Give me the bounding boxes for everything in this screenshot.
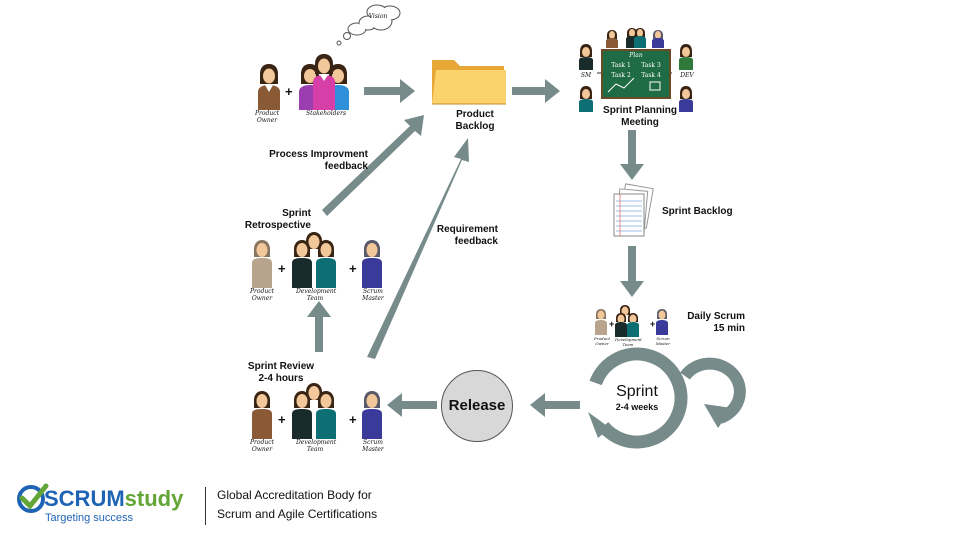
arrow-requirement-feedback [367, 138, 469, 359]
daily-po-label: Product Owner [594, 336, 610, 346]
sprint-review-label: Sprint Review 2-4 hours [247, 361, 315, 384]
footer-line-1: Global Accreditation Body for [217, 488, 372, 502]
arrow-process-feedback [322, 115, 424, 216]
plus-sign: + [278, 261, 286, 276]
product-owner-top-label: Product Owner [255, 110, 279, 124]
arrow-to-review [387, 393, 437, 417]
review-po-label: Product Owner [250, 439, 274, 453]
daily-scrum-label: Daily Scrum 15 min [687, 311, 745, 334]
vision-cloud-icon [336, 4, 401, 46]
product-backlog-folder-icon [432, 60, 506, 105]
product-owner-icon [258, 64, 280, 110]
arrow-to-sprint-backlog [620, 130, 644, 180]
planning-task-3: Task 3 [641, 62, 661, 69]
plus-sign: + [609, 319, 615, 329]
planning-people-icon [579, 28, 693, 112]
retro-dev-label: Development Team [296, 288, 337, 302]
planning-task-1: Task 1 [611, 62, 631, 69]
stakeholders-icon [299, 54, 349, 110]
stakeholders-label: Stakeholders [306, 110, 347, 117]
sprint-backlog-document-icon [613, 183, 654, 237]
logo-tagline: Targeting success [45, 512, 134, 524]
planning-right-tag: DEV [680, 72, 694, 79]
sprint-cycle-icon [586, 347, 746, 449]
footer-text: Global Accreditation Body for Scrum and … [217, 486, 377, 524]
planning-left-tag: SM [580, 72, 592, 79]
sprint-duration: 2-4 weeks [615, 402, 659, 412]
plus-sign: + [349, 412, 357, 427]
daily-team-icon [595, 305, 668, 337]
release-circle [441, 370, 513, 442]
sprint-backlog-label: Sprint Backlog [662, 206, 733, 217]
retro-team-icon [252, 232, 382, 288]
sprint-retro-team: Product Owner Development Team Scrum Mas… [250, 232, 390, 302]
sprint-title: Sprint [616, 383, 658, 400]
daily-sm-label: Scrum Master [655, 336, 671, 346]
footer-divider [205, 487, 206, 525]
vision-label: Vision [368, 13, 388, 20]
arrow-to-daily-team [620, 246, 644, 297]
review-team-icon [252, 383, 382, 439]
sprint-planning-label: Sprint Planning Meeting [603, 105, 677, 128]
logo-brand-prefix: SCRUM [44, 486, 125, 511]
plus-sign: + [278, 412, 286, 427]
release-label: Release [448, 397, 506, 414]
retro-sm-label: Scrum Master [362, 288, 384, 302]
retro-po-label: Product Owner [250, 288, 274, 302]
sprint-review-team: Product Owner Development Team Scrum Mas… [250, 383, 390, 453]
plus-sign: + [349, 261, 357, 276]
daily-scrum-team: Product Owner Development Team Scrum Mas… [593, 303, 683, 347]
logo-brand-suffix: study [124, 486, 184, 511]
sprint-planning-meeting: Plan Task 1 Task 3 Task 2 Task 4 SM DEV [576, 24, 700, 114]
arrow-to-backlog [364, 79, 415, 103]
logo-swoosh-icon [17, 483, 49, 513]
arrow-to-retro [307, 301, 331, 352]
arrow-to-release [530, 393, 580, 417]
logo-wordmark: SCRUMstudy [44, 487, 183, 511]
planning-task-4: Task 4 [641, 72, 661, 79]
scrumstudy-logo: SCRUMstudy Targeting success [16, 483, 196, 528]
arrow-to-planning [512, 79, 560, 103]
planning-task-2: Task 2 [611, 72, 631, 79]
daily-dev-label: Development Team [615, 337, 642, 347]
product-backlog-label: Product Backlog [455, 109, 495, 132]
plus-sign: + [285, 84, 293, 99]
process-feedback-label: Process Improvment feedback [269, 149, 368, 172]
review-dev-label: Development Team [296, 439, 337, 453]
planning-board-title: Plan [629, 52, 643, 59]
review-sm-label: Scrum Master [362, 439, 384, 453]
footer-line-2: Scrum and Agile Certifications [217, 507, 378, 521]
plus-sign: + [650, 319, 656, 329]
requirement-feedback-label: Requirement feedback [436, 224, 498, 247]
sprint-retro-label: Sprint Retrospective [244, 208, 311, 231]
